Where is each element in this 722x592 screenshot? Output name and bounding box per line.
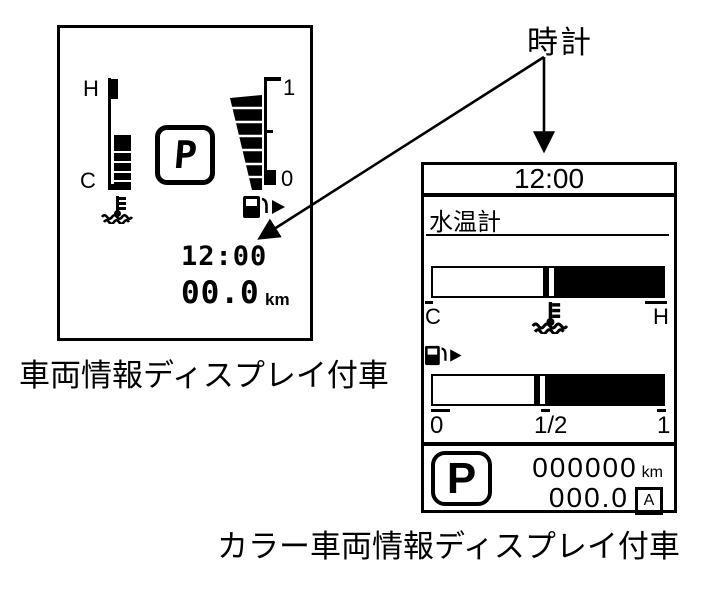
color-fuel-gauge xyxy=(431,374,665,406)
mono-clock-value: 12:00 xyxy=(181,241,268,272)
color-fuel-0-label: 0 xyxy=(430,412,444,439)
mono-odometer-unit: km xyxy=(265,290,290,309)
color-temp-gauge xyxy=(431,266,665,298)
mono-temp-h-label: H xyxy=(83,76,99,101)
mono-info-display: H C P xyxy=(57,25,313,341)
coolant-temperature-icon xyxy=(531,302,569,334)
fuel-tick-mid xyxy=(541,409,550,412)
color-fuel-half-label: 1/2 xyxy=(534,412,568,439)
fuel-gauge-empty xyxy=(433,376,535,404)
fuel-gauge-needle xyxy=(534,376,541,404)
fuel-pump-icon xyxy=(425,345,462,366)
trip-mode-badge: A xyxy=(635,487,663,515)
color-clock-bar: 12:00 xyxy=(424,165,674,197)
section-divider xyxy=(424,442,674,446)
mono-fuel-scale-top-tick xyxy=(264,77,281,81)
mono-gear-indicator: P xyxy=(155,125,215,185)
mono-odometer-value: 00.0 xyxy=(181,275,260,311)
color-screen-title: 水温計 xyxy=(429,209,501,236)
fuel-tick-right xyxy=(657,409,666,412)
fuel-tick-left xyxy=(431,409,450,412)
temp-gauge-empty xyxy=(433,268,544,296)
color-clock-value: 12:00 xyxy=(513,163,585,194)
temp-tick-left xyxy=(425,301,433,304)
coolant-temperature-icon xyxy=(101,196,134,224)
color-gear-indicator: P xyxy=(431,451,492,506)
mono-temp-segment-bar xyxy=(114,135,131,192)
mono-temp-scale-top-tab xyxy=(111,79,118,99)
mono-fuel-segment-bar xyxy=(230,95,262,190)
color-info-display: 12:00 水温計 C H xyxy=(421,162,677,515)
fuel-gauge-fill xyxy=(545,376,663,404)
mono-display-caption: 車両情報ディスプレイ付車 xyxy=(19,358,389,393)
color-gear-letter: P xyxy=(446,453,477,503)
temp-tick-right xyxy=(645,301,667,304)
mono-gear-letter: P xyxy=(171,133,199,177)
mono-temp-c-label: C xyxy=(80,168,96,193)
mono-fuel-scale-bottom-tab xyxy=(267,170,276,185)
color-display-caption: カラー車両情報ディスプレイ付車 xyxy=(217,529,680,564)
temp-gauge-needle xyxy=(543,268,550,296)
mono-temp-scale-line xyxy=(108,78,111,190)
color-odometer-value: 000000 xyxy=(532,452,638,483)
clock-callout-label: 時計 xyxy=(527,25,593,60)
mono-fuel-full-label: 1 xyxy=(283,75,296,100)
color-temp-h-label: H xyxy=(653,304,669,329)
mono-fuel-scale-mid-tick xyxy=(264,130,273,133)
temp-gauge-fill xyxy=(554,268,663,296)
fuel-pump-icon xyxy=(243,196,285,218)
title-underline xyxy=(426,234,669,236)
color-trip-value: 000.0 xyxy=(548,482,629,513)
color-temp-c-label: C xyxy=(425,304,441,329)
color-fuel-1-label: 1 xyxy=(657,412,671,439)
color-odometer-unit: km xyxy=(641,464,663,481)
mono-fuel-empty-label: 0 xyxy=(281,166,294,191)
